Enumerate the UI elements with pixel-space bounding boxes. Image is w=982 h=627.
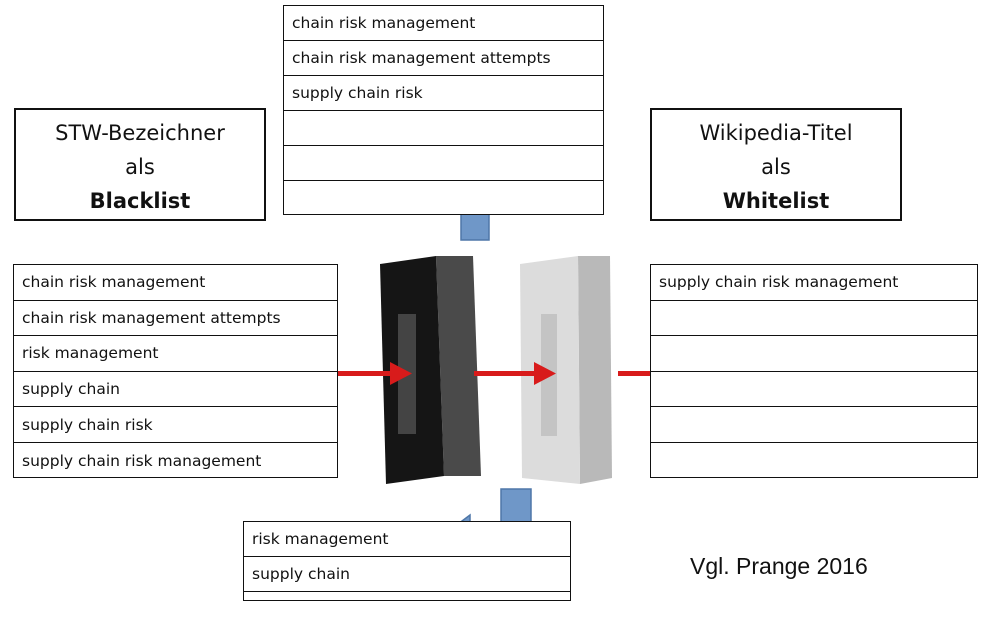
blacklist-label-line3: Blacklist bbox=[89, 189, 191, 213]
table-row bbox=[651, 407, 977, 443]
table-row: supply chain risk bbox=[284, 76, 603, 111]
table-row bbox=[284, 146, 603, 181]
table-row: chain risk management bbox=[14, 265, 337, 301]
table-row: chain risk management attempts bbox=[14, 301, 337, 337]
blacklist-label-line2: als bbox=[125, 155, 155, 179]
table-row: supply chain risk management bbox=[22, 451, 262, 470]
table-row: risk management bbox=[244, 522, 570, 557]
blacklist-label-box: STW-Bezeichner als Blacklist bbox=[14, 108, 266, 221]
whitelist-label-box: Wikipedia-Titel als Whitelist bbox=[650, 108, 902, 221]
table-row bbox=[651, 301, 977, 337]
table-row bbox=[284, 111, 603, 146]
table-row: risk management bbox=[14, 336, 337, 372]
rejected-terms-table: chain risk management chain risk managem… bbox=[283, 5, 604, 215]
table-row bbox=[244, 592, 570, 627]
table-row bbox=[651, 443, 977, 479]
table-row: supply chain risk bbox=[14, 407, 337, 443]
diagram-graphics bbox=[300, 124, 700, 577]
whitelist-filter bbox=[520, 256, 612, 484]
whitelist-label-line2: als bbox=[761, 155, 791, 179]
non-wikipedia-terms-table: risk management supply chain bbox=[243, 521, 571, 601]
whitelist-label-line1: Wikipedia-Titel bbox=[699, 121, 853, 145]
blacklist-label-line1: STW-Bezeichner bbox=[55, 121, 225, 145]
flow-arrow-2 bbox=[474, 362, 556, 385]
table-row: supply chain bbox=[14, 372, 337, 408]
table-row: chain risk management bbox=[284, 6, 603, 41]
accepted-terms-table: supply chain risk management bbox=[650, 264, 978, 478]
table-row bbox=[284, 181, 603, 216]
blacklist-filter bbox=[380, 256, 481, 484]
table-row bbox=[651, 336, 977, 372]
table-row: supply chain bbox=[244, 557, 570, 592]
flow-arrow-1 bbox=[300, 362, 412, 385]
table-row: chain risk management attempts bbox=[284, 41, 603, 76]
candidate-terms-table: chain risk management chain risk managem… bbox=[13, 264, 338, 478]
citation: Vgl. Prange 2016 bbox=[690, 553, 868, 579]
whitelist-label-line3: Whitelist bbox=[722, 189, 830, 213]
table-row bbox=[651, 372, 977, 408]
table-row: supply chain risk management bbox=[651, 265, 977, 301]
